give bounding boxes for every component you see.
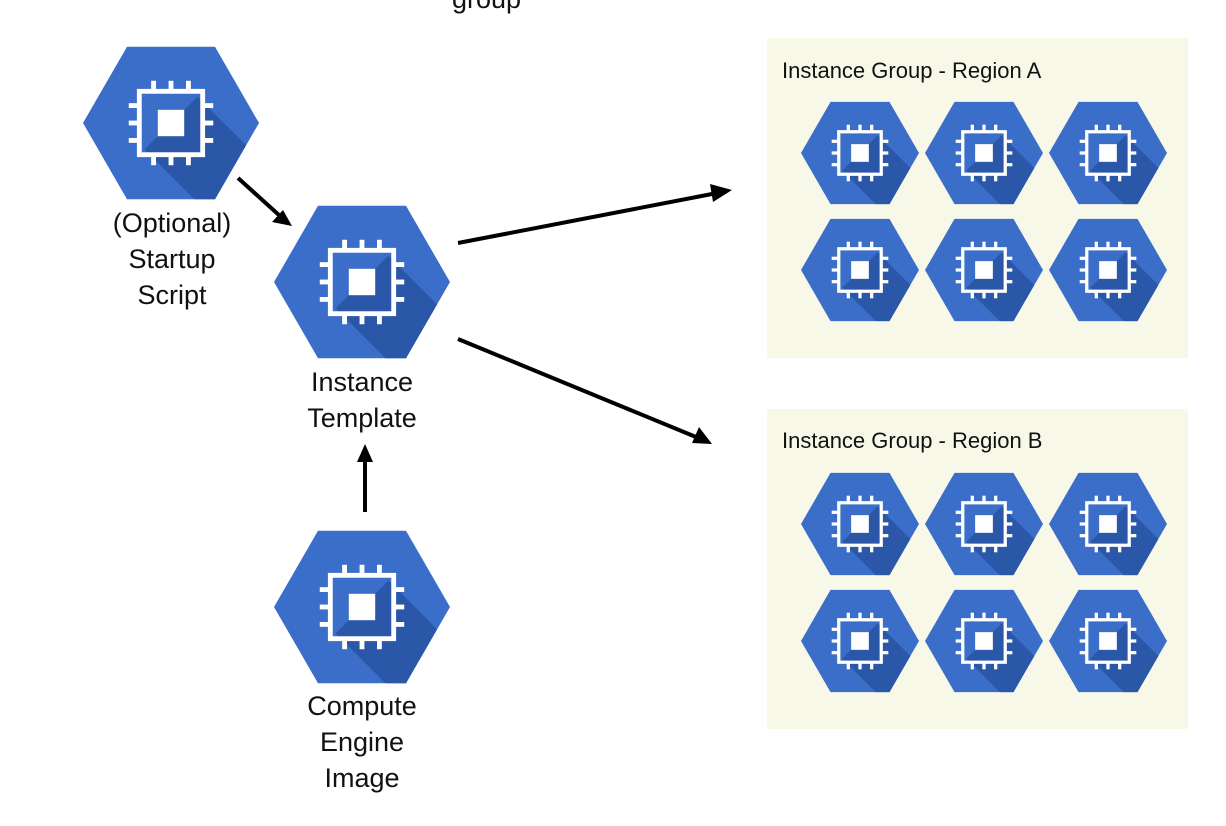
region-a-instance-hex-icon (801, 101, 919, 205)
region-b-instance-hex-icon (925, 472, 1043, 576)
region-a-instance-hex-icon (1049, 101, 1167, 205)
compute-engine-image-hex-icon (274, 530, 450, 684)
cpu-chip-icon (955, 241, 1013, 299)
instance-template-hex-icon (274, 205, 450, 359)
cpu-chip-icon (831, 241, 889, 299)
cpu-chip-icon (1079, 612, 1137, 670)
arrow-image-to-template (357, 444, 373, 512)
arrow-template-to-region-b (457, 337, 712, 444)
cpu-chip-icon (831, 612, 889, 670)
region-b-instance-hex-icon (801, 589, 919, 693)
compute-engine-image-label: Compute Engine Image (307, 691, 417, 793)
cpu-chip-icon (1079, 241, 1137, 299)
cpu-chip-icon (955, 495, 1013, 553)
cpu-chip-icon (1079, 124, 1137, 182)
diagram-title-fragment: group (452, 0, 521, 14)
cpu-chip-icon (831, 124, 889, 182)
region-b-instance-hex-icon (1049, 472, 1167, 576)
cpu-chip-icon (319, 239, 405, 325)
cpu-chip-icon (831, 495, 889, 553)
region-b-instance-hex-icon (1049, 589, 1167, 693)
cpu-chip-icon (955, 124, 1013, 182)
region-b-instance-hex-icon (925, 589, 1043, 693)
region-b-instance-hex-icon (801, 472, 919, 576)
startup-script-label: (Optional) Startup Script (112, 208, 232, 310)
region-a-instance-hex-icon (1049, 218, 1167, 322)
startup-script-hex-icon (83, 46, 259, 200)
region-a-title: Instance Group - Region A (782, 58, 1042, 83)
region-a-instance-hex-icon (801, 218, 919, 322)
arrow-startup-to-template (236, 176, 292, 226)
region-a-instance-hex-icon (925, 218, 1043, 322)
instance-template-label: Instance Template (307, 367, 417, 433)
arrow-template-to-region-a (457, 184, 732, 245)
region-a-instance-hex-icon (925, 101, 1043, 205)
region-b-title: Instance Group - Region B (782, 428, 1043, 453)
cpu-chip-icon (319, 564, 405, 650)
cpu-chip-icon (128, 80, 214, 166)
cpu-chip-icon (955, 612, 1013, 670)
cpu-chip-icon (1079, 495, 1137, 553)
